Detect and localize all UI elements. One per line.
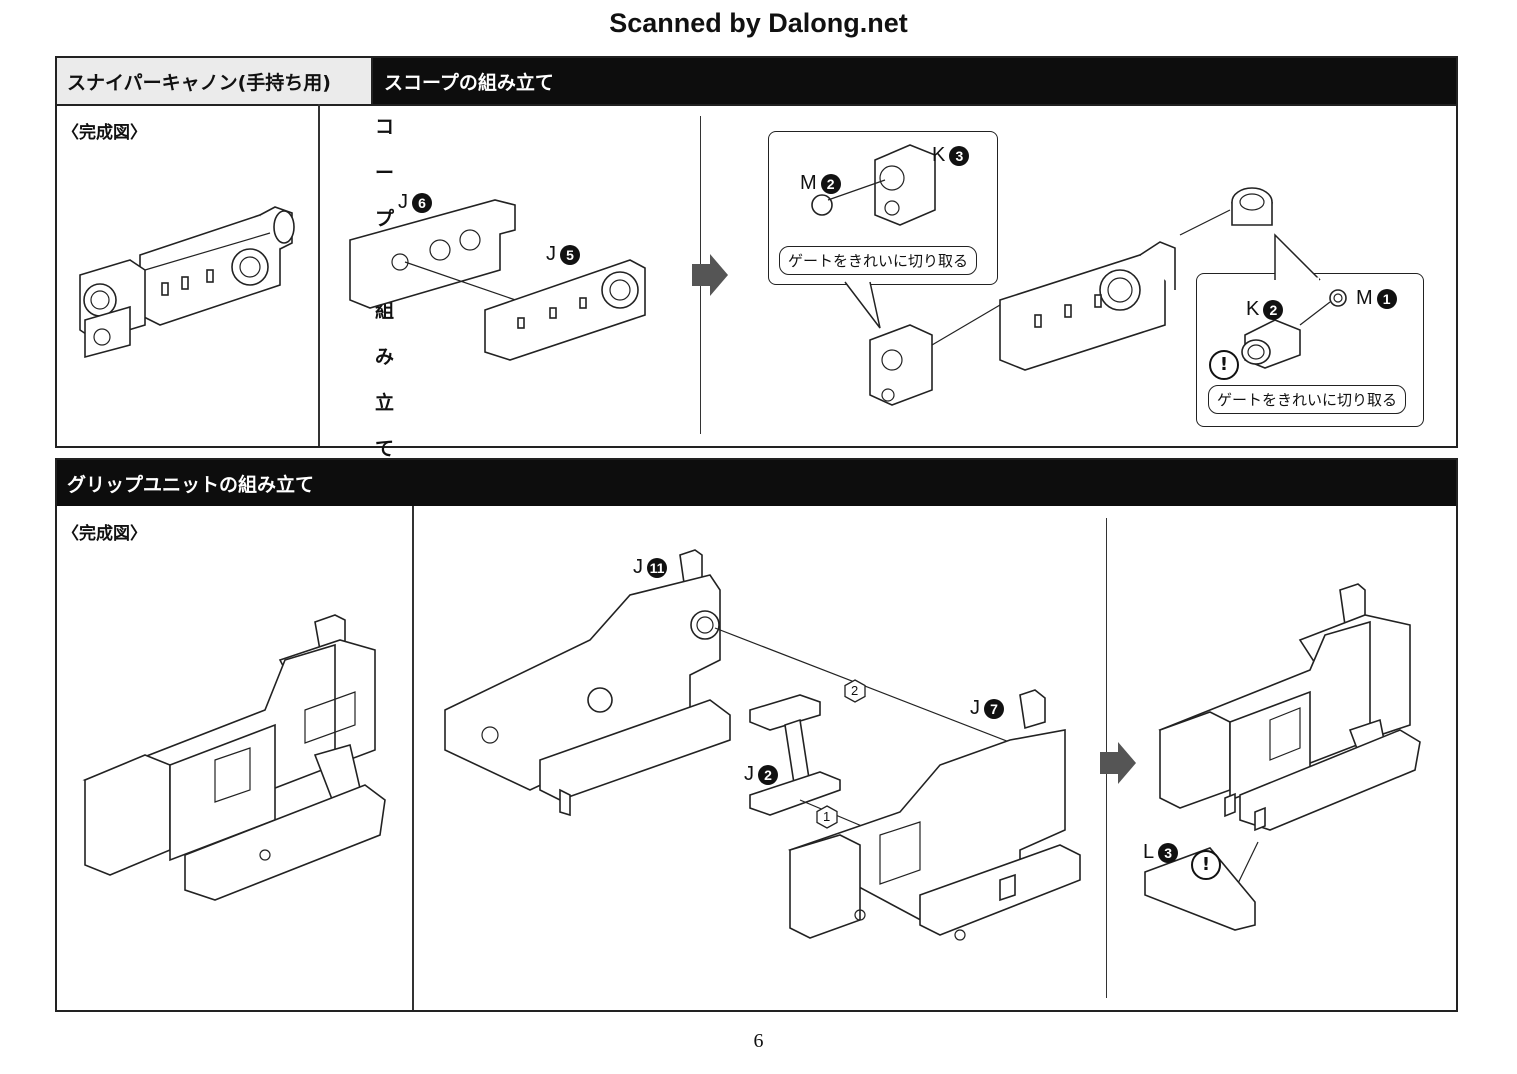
grip-complete-drawing	[82, 614, 386, 901]
divider-complete	[318, 104, 320, 446]
grip-final-drawing	[1144, 583, 1421, 931]
step-arrow-icon	[692, 254, 728, 296]
page-number: 6	[753, 1030, 764, 1052]
header-right-text: スコープの組み立て	[384, 72, 554, 94]
warning-icon-bottom: !	[1191, 850, 1221, 880]
j6-j5-parts-drawing	[349, 199, 646, 361]
header-divider	[57, 104, 1456, 106]
warning-icon-top: !	[1209, 350, 1239, 380]
watermark: Scanned by Dalong.net	[609, 8, 908, 38]
scope-complete-drawing	[79, 206, 295, 359]
gate-note-right: ゲートをきれいに切り取る	[1208, 385, 1407, 414]
complete-label-bottom: 〈完成図〉	[62, 524, 147, 544]
step-hexagon-1	[816, 805, 838, 829]
complete-label-top: 〈完成図〉	[62, 123, 147, 143]
scope-assembly-drawing	[869, 187, 1311, 406]
k3-m2-drawing	[811, 144, 936, 226]
step-number-1: 1	[823, 809, 831, 824]
grip-header-block	[57, 460, 1456, 506]
grip-header-text: グリップユニットの組み立て	[67, 474, 315, 496]
step-hexagon-2	[844, 679, 866, 703]
k2-m1-drawing	[1241, 289, 1347, 369]
grip-exploded-drawing	[444, 549, 1081, 941]
step-number-2: 2	[851, 683, 859, 698]
divider-grip-complete	[412, 506, 414, 1010]
gate-note-left: ゲートをきれいに切り取る	[779, 246, 978, 275]
callout-tail-right	[1274, 233, 1321, 281]
header-left-text: スナイパーキャノン(手持ち用)	[67, 72, 331, 94]
header-right-block	[373, 58, 1456, 104]
step-arrow-icon-bottom	[1100, 742, 1136, 784]
header-left-block	[57, 58, 373, 104]
callout-tail-left	[844, 281, 881, 329]
